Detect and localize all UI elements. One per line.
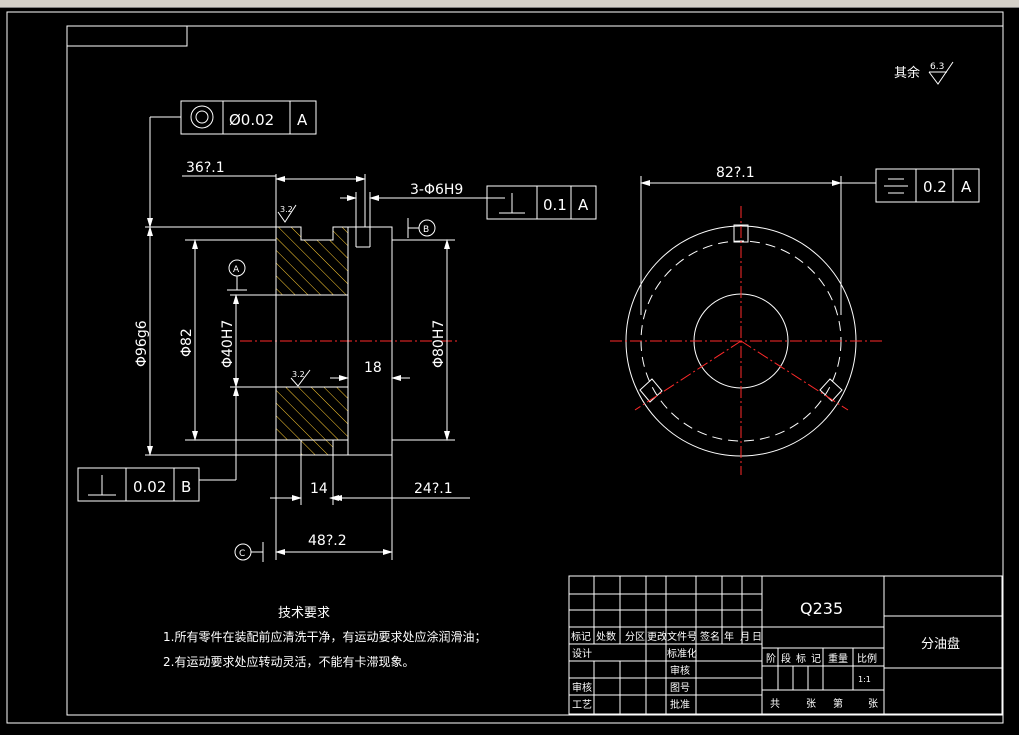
dim-right-len: 24?.1 — [414, 481, 453, 497]
tb-stage-2: 段 — [781, 652, 791, 665]
tb-h-sign: 签名 — [700, 630, 720, 643]
dim-end-width: 82?.1 — [716, 165, 755, 181]
roughness-a-value: 3.2 — [280, 205, 293, 214]
dim-right-dia: Φ80H7 — [431, 320, 447, 368]
tb-h-year: 年 — [724, 630, 734, 643]
tb-footer-3: 第 — [833, 697, 843, 710]
perpendicularity-icon — [499, 193, 525, 214]
tb-footer-1: 共 — [770, 698, 780, 710]
tb-material: Q235 — [800, 599, 843, 618]
dim-total-len: 48?.2 — [308, 533, 347, 549]
tb-standardize: 标准化 — [667, 647, 697, 660]
tb-h-mark: 标记 — [571, 631, 591, 643]
title-block: Q235 分油盘 1:1 标记 处数 分区 更改文件号 签名 年 月 日 设计 … — [568, 575, 1003, 715]
dim-holes: 3-Φ6H9 — [410, 182, 463, 198]
datum-c-label: C — [239, 549, 245, 559]
roughness-symbol — [928, 61, 954, 85]
slot-left — [639, 378, 663, 403]
tb-craft: 工艺 — [572, 699, 592, 711]
roughness-b-value: 3.2 — [292, 370, 305, 379]
dim-outer-dia: Φ96g6 — [134, 320, 150, 367]
datum-c: C — [234, 542, 264, 562]
fcf-top-value: Ø0.02 — [229, 111, 274, 129]
datum-b-label: B — [423, 225, 429, 235]
tb-scale: 1:1 — [858, 675, 871, 684]
tb-h-day: 日 — [752, 632, 762, 643]
datum-a: A — [227, 259, 247, 291]
fcf-top-datum: A — [297, 111, 308, 129]
tb-h-month: 月 — [740, 631, 750, 643]
fcf-perpendicularity-bottom: 0.02 B — [77, 386, 239, 502]
roughness-rest-value: 6.3 — [930, 62, 944, 72]
tb-part-name: 分油盘 — [921, 636, 960, 652]
tb-review: 审核 — [572, 681, 592, 694]
technical-notes: 技术要求 1.所有零件在装配前应清洗干净，有运动要求处应涂润滑油； 2.有运动要… — [163, 606, 486, 669]
dim-mid-dia: Φ82 — [179, 328, 195, 357]
drawing-canvas[interactable]: 其余 6.3 Φ — [0, 7, 1019, 735]
fcf-end-datum: A — [961, 178, 972, 196]
tb-design: 设计 — [572, 647, 592, 660]
perpendicularity-icon-b — [88, 475, 116, 496]
end-view: 82?.1 — [610, 165, 884, 475]
window-toolbar-strip — [0, 0, 1019, 8]
slot-right — [819, 378, 843, 402]
tb-stage-3: 标 — [796, 653, 806, 665]
roughness-rest: 其余 6.3 — [894, 61, 954, 85]
datum-a-label: A — [233, 265, 240, 275]
datum-b: B — [407, 218, 436, 238]
section-hatch-bottom — [275, 386, 349, 456]
tb-draw: 图号 — [670, 682, 690, 694]
fcf-bottom-value: 0.02 — [133, 478, 166, 496]
tb-scale-label: 比例 — [857, 652, 877, 665]
symmetry-icon — [884, 178, 908, 194]
tb-h-doc: 更改文件号 — [647, 630, 697, 643]
roughness-symbol-b — [290, 369, 311, 387]
tb-stage-1: 阶 — [766, 652, 776, 665]
section-view: Φ96g6 Φ82 Φ40H7 Φ80H7 36?.1 3-Φ6H9 18 14… — [134, 160, 505, 560]
dim-top-width: 36?.1 — [186, 160, 225, 176]
tb-weight: 重量 — [828, 652, 848, 665]
dim-hub-len: 18 — [364, 360, 382, 376]
tb-h-count: 处数 — [596, 630, 616, 643]
dim-groove: 14 — [310, 481, 328, 497]
tb-approve: 批准 — [670, 698, 690, 711]
fcf-end-value: 0.2 — [923, 178, 947, 196]
fcf-holes-value: 0.1 — [543, 196, 567, 214]
fcf-concentricity: Ø0.02 A — [147, 100, 317, 228]
fcf-holes-datum: A — [578, 196, 589, 214]
notes-item-2: 2.有运动要求处应转动灵活，不能有卡滞现象。 — [163, 654, 414, 669]
section-hatch-top — [275, 226, 349, 296]
dim-bore-dia: Φ40H7 — [220, 320, 236, 368]
roughness-rest-label: 其余 — [894, 65, 920, 81]
notes-title: 技术要求 — [278, 606, 330, 621]
tb-footer-4: 张 — [868, 698, 878, 710]
fcf-symmetry: 0.2 A — [875, 168, 980, 203]
tb-stage-4: 记 — [811, 653, 821, 665]
tb-h-zone: 分区 — [625, 631, 645, 643]
roughness-symbol-a — [277, 204, 297, 223]
notes-item-1: 1.所有零件在装配前应清洗干净，有运动要求处应涂润滑油； — [163, 629, 486, 644]
tb-check: 审核 — [670, 664, 690, 677]
concentricity-icon — [190, 105, 214, 129]
fcf-bottom-datum: B — [181, 478, 191, 496]
fcf-perpendicularity-holes: 0.1 A — [486, 185, 597, 220]
drawing-frame — [6, 11, 1004, 724]
tb-footer-2: 张 — [806, 698, 816, 710]
